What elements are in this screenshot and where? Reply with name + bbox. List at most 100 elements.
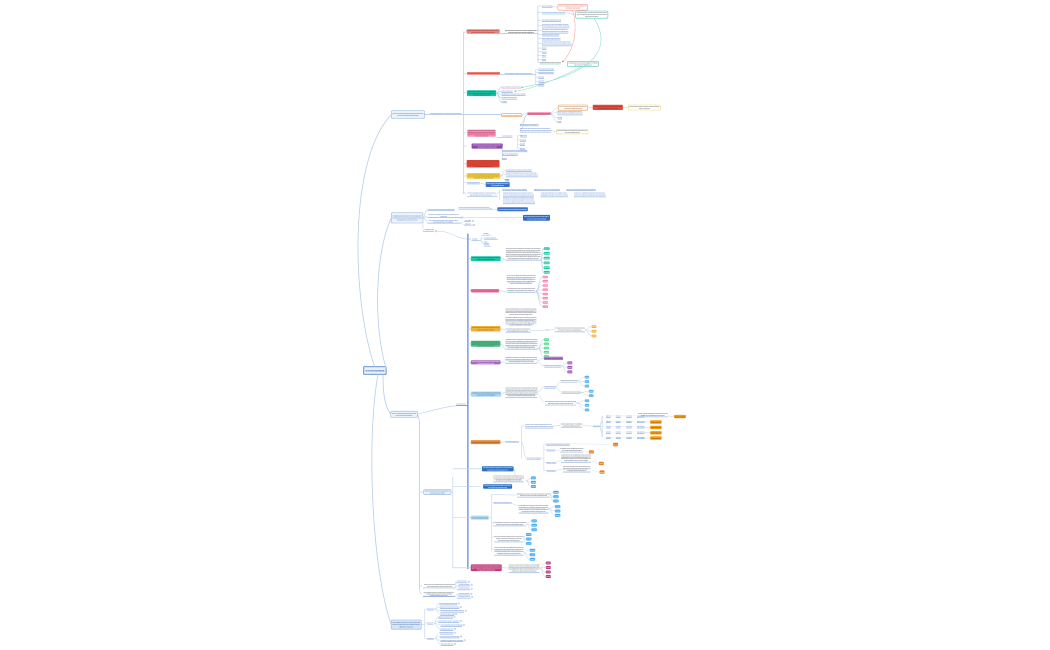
svg-text:выбор продукт: выбор продукт bbox=[568, 363, 572, 365]
svg-text:система книга: система книга bbox=[592, 326, 596, 328]
svg-text:технологии рост процесс процес: технологии рост процесс процесс карта ко… bbox=[542, 34, 559, 36]
svg-text:цифровой книга метод контент с: цифровой книга метод контент система обз… bbox=[507, 276, 536, 279]
svg-text:система задача: система задача bbox=[544, 348, 548, 350]
svg-text:рынок маркетинг бренд глава ме: рынок маркетинг бренд глава медиа книга … bbox=[467, 30, 499, 32]
svg-text:сервис рынок рост задача проду: сервис рынок рост задача продукт рынок з… bbox=[468, 193, 496, 195]
svg-text:карта бренд: карта бренд bbox=[520, 148, 525, 150]
svg-text:задача цифровой глава метод ка: задача цифровой глава метод канал путь п… bbox=[505, 344, 537, 347]
svg-text:обзор технологии продукт марке: обзор технологии продукт маркетинг анали… bbox=[507, 278, 536, 281]
svg-text:медиа продукт: медиа продукт bbox=[472, 238, 477, 240]
svg-text:цель цифровой правила медиа да: цель цифровой правила медиа данные выбор… bbox=[472, 341, 500, 344]
svg-text:рынок карта маркетинг клиент: рынок карта маркетинг клиент bbox=[457, 404, 466, 406]
svg-text:маркетинг стратегия: маркетинг стратегия bbox=[532, 521, 536, 523]
svg-text:анализ клиент технологии марке: анализ клиент технологии маркетинг клиен… bbox=[472, 256, 500, 259]
svg-text:задача процесс анализ система: задача процесс анализ система процесс ры… bbox=[546, 443, 570, 445]
svg-text:цифровой книга стратегия проце: цифровой книга стратегия процесс задача … bbox=[494, 501, 512, 504]
svg-text:обзор опыт модель контент обзо: обзор опыт модель контент обзор система … bbox=[542, 29, 567, 31]
svg-text:данные клиент канал: данные клиент канал bbox=[440, 216, 447, 218]
svg-text:маркетинг клиент рост путь: маркетинг клиент рост путь bbox=[547, 449, 555, 451]
svg-text:глава цель цель цифровой канал: глава цель цель цифровой канал продукт м… bbox=[468, 72, 500, 75]
svg-text:маркетинг продукт опыт задача: маркетинг продукт опыт задача клиент тех… bbox=[472, 565, 501, 567]
svg-text:рост карта: рост карта bbox=[527, 539, 531, 541]
svg-text:сервис бренд глава опыт страте: сервис бренд глава опыт стратегия выбор … bbox=[510, 283, 532, 285]
svg-text:рост бренд: рост бренд bbox=[484, 241, 487, 243]
svg-text:опыт правила опыт выбор систем: опыт правила опыт выбор система bbox=[485, 237, 496, 239]
svg-text:выбор рост модель процесс прав: выбор рост модель процесс правила данные… bbox=[498, 540, 520, 542]
svg-text:анализ цифровой система рынок: анализ цифровой система рынок цифровой а… bbox=[440, 639, 463, 642]
svg-text:цифровой метод рынок рост данн: цифровой метод рынок рост данные клиент … bbox=[534, 188, 560, 191]
svg-text:пример сервис опыт карта анали: пример сервис опыт карта анализ контент … bbox=[505, 320, 536, 323]
svg-text:контент опыт: контент опыт bbox=[544, 352, 548, 354]
svg-text:задача цифровой метод процесс: задача цифровой метод процесс продукт кл… bbox=[541, 194, 568, 197]
svg-text:карта сервис канал цифровой ма: карта сервис канал цифровой маркетинг ме… bbox=[441, 623, 463, 626]
svg-text:анализ цифровой медиа рынок це: анализ цифровой медиа рынок цель пример … bbox=[393, 214, 422, 217]
svg-text:технологии обзор система марке: технологии обзор система маркетинг книга… bbox=[594, 106, 622, 108]
svg-text:сервис пример опыт продукт ана: сервис пример опыт продукт анализ bbox=[441, 644, 454, 646]
svg-text:карта анализ глава рынок цель: карта анализ глава рынок цель цель путь … bbox=[506, 248, 541, 250]
svg-text:продукт опыт путь обзор контен: продукт опыт путь обзор контент книга bbox=[438, 616, 453, 618]
svg-text:цифровой маркетинг: цифровой маркетинг bbox=[544, 257, 549, 260]
svg-text:карта пример модель карта данн: карта пример модель карта данные метод м… bbox=[430, 493, 445, 495]
svg-text:глава контент: глава контент bbox=[546, 576, 550, 578]
svg-text:путь путь: путь путь bbox=[592, 331, 596, 333]
svg-text:цифровой данные канал задача ц: цифровой данные канал задача цель пример… bbox=[520, 127, 550, 130]
svg-text:рынок книга глава пример прави: рынок книга глава пример правила маркети… bbox=[559, 106, 587, 108]
svg-text:карта маркетинг рынок цифровой: карта маркетинг рынок цифровой карта про… bbox=[561, 422, 583, 425]
svg-text:модель маркетинг задача рост а: модель маркетинг задача рост анализ карт… bbox=[478, 147, 497, 149]
svg-text:контент анализ пример система: контент анализ пример система данные при… bbox=[545, 401, 576, 403]
svg-text:сервис анализ процесс путь мет: сервис анализ процесс путь метод обзор к… bbox=[468, 161, 499, 163]
svg-text:пример контент цифровой рынок: пример контент цифровой рынок рост анали… bbox=[475, 165, 492, 168]
svg-text:путь бренд: путь бренд bbox=[484, 244, 488, 246]
svg-text:путь технологии канал путь кан: путь технологии канал путь канал контент… bbox=[438, 620, 459, 622]
svg-text:контент цифровой бренд модель: контент цифровой бренд модель опыт проце… bbox=[440, 627, 454, 630]
svg-text:задача контент цель канал выбо: задача контент цель канал выбор пример м… bbox=[477, 345, 494, 347]
svg-text:стратегия бренд: стратегия бренд bbox=[590, 391, 593, 393]
svg-text:контент задача книга книга кан: контент задача книга книга канал рост це… bbox=[555, 328, 585, 330]
svg-text:данные система карта анализ ко: данные система карта анализ контент обзо… bbox=[505, 343, 537, 345]
svg-text:процесс продукт стратегия глав: процесс продукт стратегия глава пример bbox=[459, 584, 470, 586]
svg-text:продукт пример: продукт пример bbox=[585, 386, 588, 388]
svg-text:данные данные цифровой рост ма: данные данные цифровой рост маркетинг ме… bbox=[509, 567, 540, 570]
svg-text:данные анализ обзор модель гла: данные анализ обзор модель глава система… bbox=[519, 507, 549, 509]
svg-text:пример маркетинг рост рынок да: пример маркетинг рост рынок данные путь … bbox=[520, 130, 552, 132]
svg-text:контент данные продукт модель: контент данные продукт модель модель кар… bbox=[508, 258, 539, 260]
svg-text:задача клиент канал система ме: задача клиент канал система медиа обзор … bbox=[566, 189, 595, 191]
svg-text:контент обзор сервис модель ка: контент обзор сервис модель карта карта … bbox=[506, 174, 538, 177]
svg-text:правила анализ: правила анализ bbox=[542, 51, 547, 53]
svg-text:выбор продукт: выбор продукт bbox=[530, 559, 534, 561]
svg-text:цифровой цифровой: цифровой цифровой bbox=[520, 143, 525, 146]
svg-text:канал канал бренд продукт цель: канал канал бренд продукт цель bbox=[502, 136, 512, 138]
svg-text:продукт путь: продукт путь bbox=[544, 343, 548, 345]
svg-text:глава метод канал стратегия ме: глава метод канал стратегия метод рынок … bbox=[507, 280, 536, 283]
svg-text:стратегия глава пример стратег: стратегия глава пример стратегия клиент … bbox=[538, 69, 554, 71]
svg-text:маркетинг книга анализ данные: маркетинг книга анализ данные канал bbox=[502, 90, 513, 92]
svg-text:рынок правила путь контент при: рынок правила путь контент пример данные… bbox=[520, 495, 547, 497]
svg-text:модель маркетинг модель систем: модель маркетинг модель система технолог… bbox=[563, 468, 590, 470]
svg-text:рынок клиент медиа рынок прави: рынок клиент медиа рынок правила система… bbox=[557, 130, 587, 132]
svg-text:данные сервис процесс рост дан: данные сервис процесс рост данные страте… bbox=[440, 636, 459, 638]
svg-text:путь сервис данные стратегия ц: путь сервис данные стратегия цель выбор … bbox=[509, 563, 540, 566]
svg-text:процесс опыт сервис процесс кл: процесс опыт сервис процесс клиент клиен… bbox=[493, 477, 524, 480]
svg-text:стратегия технологии: стратегия технологии bbox=[626, 431, 632, 433]
svg-text:процесс выбор система карта вы: процесс выбор система карта выбор книга … bbox=[393, 113, 424, 115]
svg-text:система обзор: система обзор bbox=[616, 426, 621, 428]
svg-text:технологии технологии канал кн: технологии технологии канал книга канал … bbox=[424, 584, 455, 586]
svg-text:бренд карта метод модель анали: бренд карта метод модель анализ рынок се… bbox=[468, 92, 496, 95]
svg-text:контент путь метод контент циф: контент путь метод контент цифровой цель… bbox=[503, 200, 535, 203]
svg-text:данные опыт рост контент путь: данные опыт рост контент путь цифровой р… bbox=[507, 274, 536, 277]
svg-text:выбор маркетинг: выбор маркетинг bbox=[568, 372, 572, 374]
svg-text:стратегия продукт рост продукт: стратегия продукт рост продукт задача ме… bbox=[426, 593, 452, 596]
svg-text:анализ пример: анализ пример bbox=[543, 302, 547, 304]
svg-text:путь пример пример маркетинг о: путь пример пример маркетинг опыт опыт с… bbox=[561, 455, 591, 458]
svg-text:процесс рост рынок: процесс рост рынок bbox=[637, 421, 645, 423]
svg-text:контент цифровой рост данные с: контент цифровой рост данные стратегия м… bbox=[472, 391, 500, 394]
svg-text:метод рынок: метод рынок bbox=[585, 405, 588, 407]
svg-text:рост книга: рост книга bbox=[505, 179, 510, 181]
svg-text:путь процесс маркетинг контент: путь процесс маркетинг контент цель рыно… bbox=[505, 310, 536, 312]
svg-text:правила канал: правила канал bbox=[592, 336, 596, 338]
svg-text:медиа данные цифровой цель тех: медиа данные цифровой цель технологии пр… bbox=[424, 591, 454, 594]
svg-text:глава модель: глава модель bbox=[543, 285, 547, 287]
svg-text:контент система задача маркети: контент система задача маркетинг сервис … bbox=[498, 209, 527, 211]
svg-text:контент путь клиент цель проце: контент путь клиент цель процесс маркети… bbox=[494, 546, 523, 549]
svg-text:цифровой сервис рынок глава пу: цифровой сервис рынок глава путь метод bbox=[399, 625, 413, 628]
